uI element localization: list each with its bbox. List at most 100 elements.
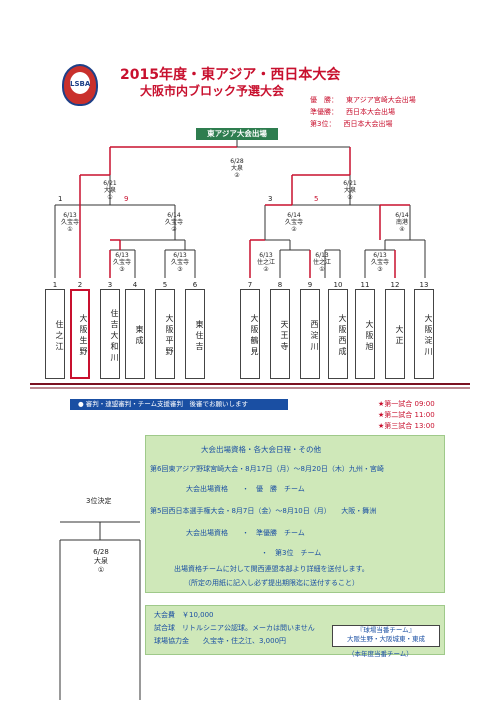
team-name: 東成 bbox=[125, 289, 145, 379]
score: 5 bbox=[314, 195, 319, 203]
team-name: 住吉大和川 bbox=[100, 289, 120, 379]
match-number: ③ bbox=[119, 266, 125, 273]
final-match: 6/28 大泉 ② bbox=[224, 158, 250, 179]
match-venue: 住之江 bbox=[312, 259, 331, 266]
r1-match-5: 6/13 久宝寺 ③ bbox=[366, 252, 394, 273]
team-seed: 4 bbox=[132, 281, 138, 289]
team-seed: 6 bbox=[192, 281, 198, 289]
team-name-champion: 大阪生野 bbox=[70, 289, 90, 379]
team-name: 大阪旭 bbox=[355, 289, 375, 379]
qual-line-6: 出場資格チームに対して関西連盟本部より詳細を送付します。 bbox=[174, 565, 369, 573]
quarter-match-2: 6/14 久宝寺 ② bbox=[160, 212, 188, 233]
match-date: 6/14 bbox=[395, 212, 409, 219]
team-seed: 2 bbox=[77, 281, 83, 289]
match-number: ② bbox=[171, 226, 177, 233]
coop-line: 球場協力金 久宝寺・住之江、3,000円 bbox=[154, 637, 287, 645]
game-time-3: ★第三試合 13:00 bbox=[378, 422, 435, 430]
match-number: ① bbox=[319, 266, 325, 273]
r1-match-2: 6/13 久宝寺 ③ bbox=[166, 252, 194, 273]
r1-match-3: 6/13 住之江 ② bbox=[252, 252, 280, 273]
match-date: 6/13 bbox=[173, 252, 187, 259]
match-venue: 大泉 bbox=[230, 165, 243, 172]
match-venue: 久宝寺 bbox=[370, 259, 389, 266]
match-number: ④ bbox=[399, 226, 405, 233]
match-venue: 久宝寺 bbox=[284, 219, 303, 226]
match-venue: 南港 bbox=[395, 219, 408, 226]
match-date: 6/14 bbox=[167, 212, 181, 219]
logo-text: LSBA bbox=[70, 72, 90, 94]
legend-desc: 西日本大会出場 bbox=[346, 108, 395, 116]
match-venue: 大泉 bbox=[94, 557, 108, 565]
match-venue: 久宝寺 bbox=[60, 219, 79, 226]
game-time-1: ★第一試合 09:00 bbox=[378, 400, 435, 408]
score: 9 bbox=[124, 195, 129, 203]
team-seed: 11 bbox=[360, 281, 370, 289]
umpire-notice: ● 審判・連盟審判・チーム支援審判 後審でお願いします bbox=[70, 399, 288, 410]
match-venue: 住之江 bbox=[256, 259, 275, 266]
quarter-match-4: 6/14 南港 ④ bbox=[388, 212, 416, 233]
match-date: 6/21 bbox=[343, 180, 357, 187]
team-seed: 3 bbox=[107, 281, 113, 289]
team-name: 大阪西成 bbox=[328, 289, 348, 379]
team-seed: 10 bbox=[333, 281, 343, 289]
match-date: 6/13 bbox=[63, 212, 77, 219]
qualification-heading: 大会出場資格・各大会日程・その他 bbox=[201, 445, 321, 454]
match-number: ① bbox=[67, 226, 73, 233]
match-venue: 大泉 bbox=[343, 187, 356, 194]
r1-match-1: 6/13 久宝寺 ③ bbox=[108, 252, 136, 273]
team-name: 大正 bbox=[385, 289, 405, 379]
team-name: 大阪平野 bbox=[155, 289, 175, 379]
legend-desc: 西日本大会出場 bbox=[343, 120, 393, 128]
qualification-panel: 大会出場資格・各大会日程・その他 第6回東アジア野球宮崎大会・8月17日（月）〜… bbox=[145, 435, 445, 593]
match-number: ② bbox=[234, 172, 240, 179]
team-name: 住之江 bbox=[45, 289, 65, 379]
match-date: 6/13 bbox=[115, 252, 129, 259]
match-date: 6/13 bbox=[315, 252, 329, 259]
legend-rank: 優 勝： bbox=[310, 96, 338, 104]
team-seed: 9 bbox=[307, 281, 313, 289]
host-teams: 大阪生野・大阪城東・東成 bbox=[347, 635, 425, 643]
third-place-match: 6/28 大泉 ① bbox=[88, 548, 114, 575]
semi-match-2: 6/21 大泉 ② bbox=[336, 180, 364, 201]
r1-match-4: 6/13 住之江 ① bbox=[308, 252, 336, 273]
score: 1 bbox=[58, 195, 63, 203]
team-name: 大阪淀川 bbox=[414, 289, 434, 379]
match-number: ① bbox=[107, 194, 113, 201]
team-seed: 8 bbox=[277, 281, 283, 289]
score: 3 bbox=[268, 195, 273, 203]
team-seed: 12 bbox=[390, 281, 400, 289]
match-number: ② bbox=[291, 226, 297, 233]
fee-line: 大会費 ￥10,000 bbox=[154, 611, 214, 619]
match-number: ① bbox=[97, 566, 105, 574]
team-seed: 7 bbox=[247, 281, 253, 289]
match-date: 6/28 bbox=[230, 158, 244, 165]
team-seed: 13 bbox=[419, 281, 429, 289]
qual-line-3: 第5回西日本選手権大会・8月7日（金）〜8月10日（月） 大阪・舞洲 bbox=[150, 507, 377, 515]
match-date: 6/21 bbox=[103, 180, 117, 187]
host-title: 『球場当番チーム』 bbox=[356, 626, 416, 634]
legend-rank: 第3位： bbox=[310, 120, 336, 128]
league-logo: LSBA bbox=[62, 64, 98, 106]
quarter-match-3: 6/14 久宝寺 ② bbox=[280, 212, 308, 233]
match-number: ② bbox=[263, 266, 269, 273]
team-seed: 1 bbox=[52, 281, 58, 289]
third-place-title: 3位決定 bbox=[86, 497, 112, 505]
team-name: 西淀川 bbox=[300, 289, 320, 379]
match-date: 6/14 bbox=[287, 212, 301, 219]
qual-line-4: 大会出場資格 ・ 準優勝 チーム bbox=[186, 529, 305, 537]
match-number: ③ bbox=[177, 266, 183, 273]
host-note: （本年度当番チーム） bbox=[348, 650, 413, 658]
match-date: 6/28 bbox=[93, 548, 109, 556]
semi-match-1: 6/21 大泉 ① bbox=[96, 180, 124, 201]
east-asia-tag: 東アジア大会出場 bbox=[196, 128, 278, 140]
legend-rank: 準優勝： bbox=[310, 108, 338, 116]
title-sub: 大阪市内ブロック予選大会 bbox=[140, 84, 285, 98]
host-teams-box: 『球場当番チーム』 大阪生野・大阪城東・東成 bbox=[332, 625, 440, 647]
qual-line-7: （所定の用紙に記入し必ず提出期限迄に送付すること） bbox=[184, 579, 359, 587]
legend-desc: 東アジア宮崎大会出場 bbox=[346, 96, 416, 104]
team-name: 東住吉 bbox=[185, 289, 205, 379]
match-venue: 久宝寺 bbox=[112, 259, 131, 266]
match-venue: 久宝寺 bbox=[170, 259, 189, 266]
